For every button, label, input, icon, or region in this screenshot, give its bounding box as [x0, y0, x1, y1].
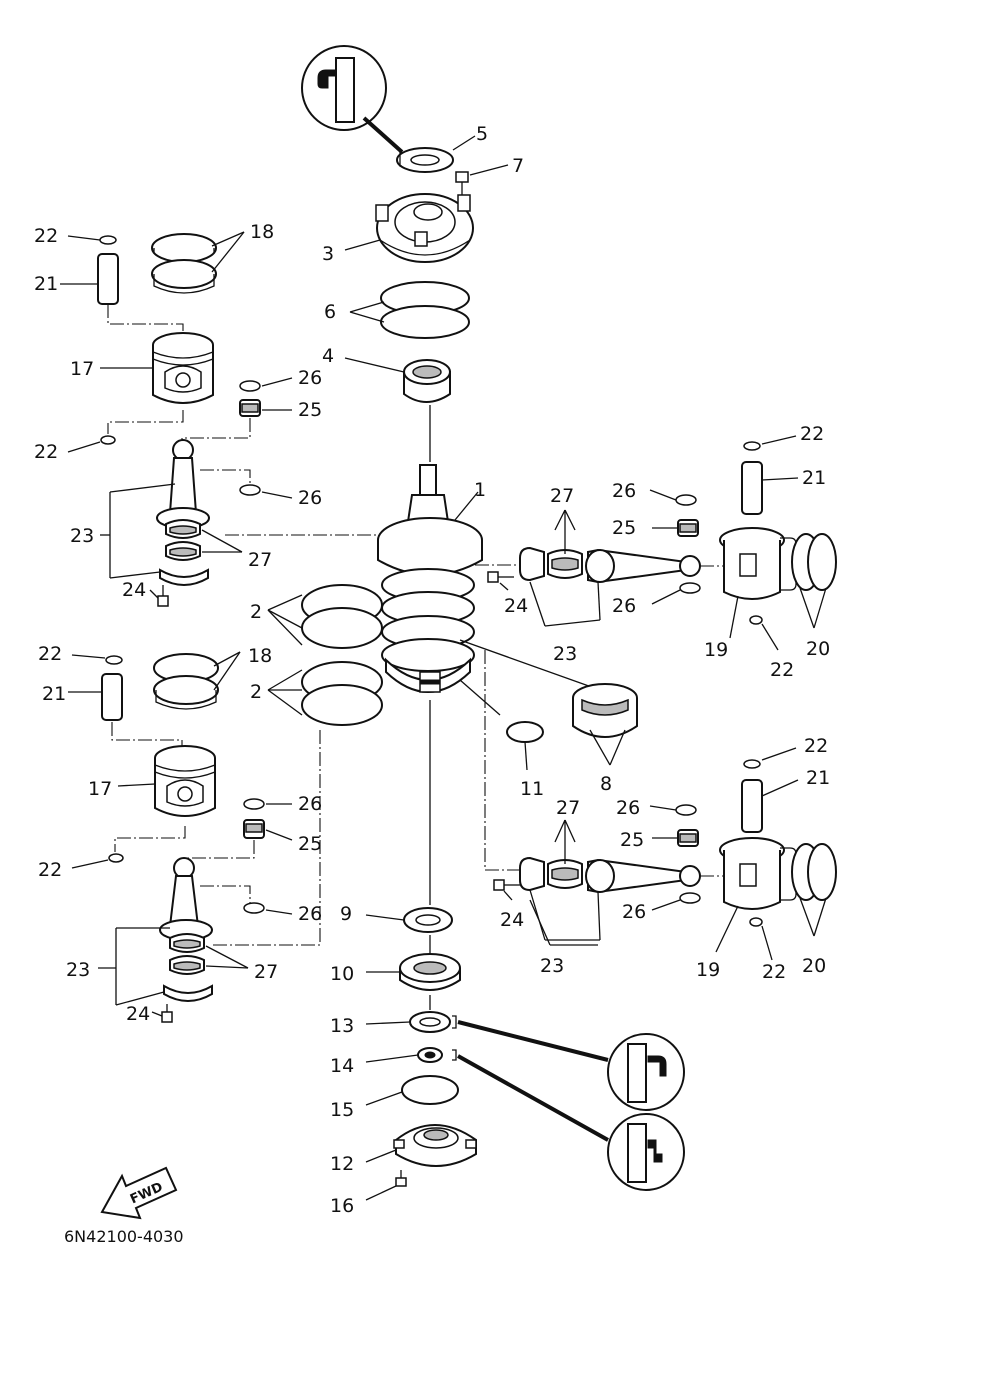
- callout-25-b: 25: [298, 833, 322, 855]
- part-15-gasket: [365, 1075, 459, 1106]
- callout-26-d: 26: [298, 903, 322, 925]
- part-11-circlip: [459, 679, 544, 771]
- left-lower-piston-assembly: [68, 651, 293, 1023]
- callout-2-lower: 2: [250, 681, 262, 703]
- callout-26-e: 26: [612, 480, 636, 502]
- part-4-roller-bearing: [344, 357, 451, 403]
- callout-21-a: 21: [34, 273, 58, 295]
- callout-18-b: 18: [248, 645, 272, 667]
- callout-labels: 5 7 3 6 4 1 2 2 8 11 9 10 13 14 15 12 16…: [34, 123, 830, 1217]
- callout-15: 15: [330, 1099, 354, 1121]
- detail-circle-seal-13-icon: [607, 1033, 685, 1111]
- callout-21-d: 21: [806, 767, 830, 789]
- callout-25-a: 25: [298, 399, 322, 421]
- callout-17-a: 17: [70, 358, 94, 380]
- callout-11: 11: [520, 778, 544, 800]
- callout-8: 8: [600, 773, 612, 795]
- left-upper-piston-assembly: [60, 231, 293, 607]
- callout-22-g: 22: [804, 735, 828, 757]
- callout-22-h: 22: [762, 961, 786, 983]
- callout-23-d: 23: [540, 955, 564, 977]
- callout-3: 3: [322, 243, 334, 265]
- callout-22-a: 22: [34, 225, 58, 247]
- callout-26-h: 26: [622, 901, 646, 923]
- part-1-crankshaft: [377, 464, 601, 693]
- callout-24-b: 24: [126, 1003, 150, 1025]
- callout-17-b: 17: [88, 778, 112, 800]
- callout-20-b: 20: [802, 955, 826, 977]
- right-upper-piston-assembly: [487, 435, 837, 651]
- part-3-upper-bearing-housing: [344, 193, 474, 263]
- callout-2-upper: 2: [250, 601, 262, 623]
- callout-26-c: 26: [298, 793, 322, 815]
- callout-19-b: 19: [696, 959, 720, 981]
- callout-26-a: 26: [298, 367, 322, 389]
- callout-7: 7: [512, 155, 524, 177]
- callout-22-f: 22: [770, 659, 794, 681]
- diagram-code: 6N42100-4030: [64, 1227, 184, 1246]
- callout-27-c: 27: [550, 485, 574, 507]
- alignment-lines: [210, 534, 520, 946]
- detail-circle-top-icon: [301, 45, 404, 154]
- callout-18-a: 18: [250, 221, 274, 243]
- callout-24-a: 24: [122, 579, 146, 601]
- part-8-needle-bearing: [572, 683, 638, 766]
- part-16-bolt: [365, 1170, 407, 1201]
- right-lower-piston-assembly: [493, 747, 837, 961]
- callout-25-d: 25: [620, 829, 644, 851]
- callout-4: 4: [322, 345, 334, 367]
- detail-circle-seal-14-icon: [607, 1113, 685, 1191]
- callout-23-c: 23: [553, 643, 577, 665]
- part-6-o-rings: [349, 281, 470, 339]
- callout-5: 5: [476, 123, 488, 145]
- callout-14: 14: [330, 1055, 354, 1077]
- callout-26-b: 26: [298, 487, 322, 509]
- callout-13: 13: [330, 1015, 354, 1037]
- callout-10: 10: [330, 963, 354, 985]
- callout-21-b: 21: [42, 683, 66, 705]
- callout-27-a: 27: [248, 549, 272, 571]
- callout-16: 16: [330, 1195, 354, 1217]
- callout-24-c: 24: [504, 595, 528, 617]
- callout-6: 6: [324, 301, 336, 323]
- callout-27-b: 27: [254, 961, 278, 983]
- part-5-oil-seal: [396, 135, 476, 173]
- callout-22-b: 22: [34, 441, 58, 463]
- callout-27-d: 27: [556, 797, 580, 819]
- callout-21-c: 21: [802, 467, 826, 489]
- callout-9: 9: [340, 903, 352, 925]
- part-12-lower-bearing-housing: [365, 1124, 477, 1167]
- callout-12: 12: [330, 1153, 354, 1175]
- callout-22-d: 22: [38, 859, 62, 881]
- callout-26-g: 26: [616, 797, 640, 819]
- forward-arrow-icon: FWD: [100, 1166, 178, 1220]
- part-14-oil-seal: [365, 1047, 609, 1142]
- callout-23-a: 23: [70, 525, 94, 547]
- callout-22-c: 22: [38, 643, 62, 665]
- callout-23-b: 23: [66, 959, 90, 981]
- callout-22-e: 22: [800, 423, 824, 445]
- part-9-oil-seal: [365, 907, 453, 933]
- part-7-bolt: [455, 164, 509, 198]
- callout-25-c: 25: [612, 517, 636, 539]
- callout-24-d: 24: [500, 909, 524, 931]
- part-10-ball-bearing: [366, 953, 461, 991]
- callout-20-a: 20: [806, 638, 830, 660]
- part-13-oil-seal: [365, 1011, 609, 1062]
- part-2-crank-seal-rings: [267, 584, 383, 726]
- callout-26-f: 26: [612, 595, 636, 617]
- callout-23-leaders: [529, 899, 598, 946]
- callout-1: 1: [474, 479, 486, 501]
- callout-19-a: 19: [704, 639, 728, 661]
